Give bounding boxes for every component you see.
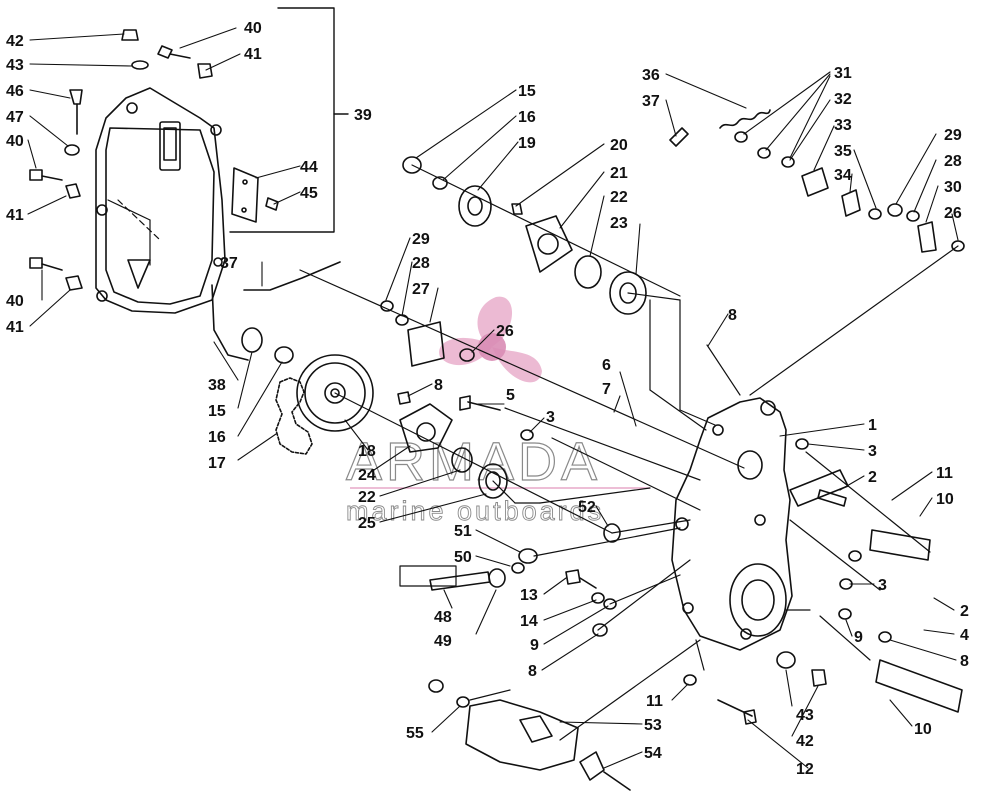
callout-14: 14 bbox=[520, 613, 538, 630]
upper-right-spring-group bbox=[669, 109, 965, 253]
callout-26: 26 bbox=[496, 323, 514, 340]
callout-49: 49 bbox=[434, 633, 452, 650]
callout-20: 20 bbox=[610, 137, 628, 154]
callout-42: 42 bbox=[796, 733, 814, 750]
callout-3: 3 bbox=[878, 577, 887, 594]
callout-3: 3 bbox=[868, 443, 877, 460]
callout-43: 43 bbox=[6, 57, 24, 74]
callout-15: 15 bbox=[518, 83, 536, 100]
callout-41: 41 bbox=[6, 319, 24, 336]
callout-31: 31 bbox=[834, 65, 852, 82]
callout-16: 16 bbox=[518, 109, 536, 126]
callout-29: 29 bbox=[412, 231, 430, 248]
callout-8: 8 bbox=[728, 307, 737, 324]
callout-50: 50 bbox=[454, 549, 472, 566]
callout-37: 37 bbox=[220, 255, 238, 272]
callout-36: 36 bbox=[642, 67, 660, 84]
callout-37: 37 bbox=[642, 93, 660, 110]
callout-10: 10 bbox=[936, 491, 954, 508]
callout-7: 7 bbox=[602, 381, 611, 398]
callout-9: 9 bbox=[854, 629, 863, 646]
callout-28: 28 bbox=[944, 153, 962, 170]
callout-34: 34 bbox=[834, 167, 852, 184]
callout-30: 30 bbox=[944, 179, 962, 196]
callout-16: 16 bbox=[208, 429, 226, 446]
callout-23: 23 bbox=[610, 215, 628, 232]
outer-chain-case-cover bbox=[95, 87, 226, 314]
callout-11: 11 bbox=[936, 465, 953, 482]
callout-21: 21 bbox=[610, 165, 628, 182]
callout-40: 40 bbox=[6, 133, 24, 150]
callout-45: 45 bbox=[300, 185, 318, 202]
callout-33: 33 bbox=[834, 117, 852, 134]
callout-53: 53 bbox=[644, 717, 662, 734]
chain-and-sprocket-assembly bbox=[211, 261, 621, 588]
callout-52: 52 bbox=[578, 499, 596, 516]
callout-22: 22 bbox=[358, 489, 376, 506]
callout-6: 6 bbox=[602, 357, 611, 374]
callout-48: 48 bbox=[434, 609, 452, 626]
callout-5: 5 bbox=[506, 387, 515, 404]
callout-10: 10 bbox=[914, 721, 932, 738]
callout-54: 54 bbox=[644, 745, 662, 762]
callout-numbers: 42 43 46 47 40 41 40 41 40 41 39 44 45 3… bbox=[6, 20, 969, 778]
callout-2: 2 bbox=[960, 603, 969, 620]
callout-22: 22 bbox=[610, 189, 628, 206]
callout-9: 9 bbox=[530, 637, 539, 654]
callout-28: 28 bbox=[412, 255, 430, 272]
callout-18: 18 bbox=[358, 443, 376, 460]
callout-40: 40 bbox=[244, 20, 262, 37]
callout-19: 19 bbox=[518, 135, 536, 152]
callout-38: 38 bbox=[208, 377, 226, 394]
callout-17: 17 bbox=[208, 455, 226, 472]
callout-15: 15 bbox=[208, 403, 226, 420]
callout-35: 35 bbox=[834, 143, 852, 160]
callout-39: 39 bbox=[354, 107, 372, 124]
callout-4: 4 bbox=[960, 627, 969, 644]
artwork bbox=[27, 7, 965, 791]
callout-8: 8 bbox=[960, 653, 969, 670]
watermark-tagline: marine outboards bbox=[346, 496, 604, 526]
callout-51: 51 bbox=[454, 523, 472, 540]
lower-bracket-assembly bbox=[428, 569, 827, 791]
upper-sprocket-and-bearing bbox=[402, 156, 647, 315]
callout-44: 44 bbox=[300, 159, 318, 176]
callout-2: 2 bbox=[868, 469, 877, 486]
callout-8: 8 bbox=[434, 377, 443, 394]
callout-55: 55 bbox=[406, 725, 424, 742]
callout-40: 40 bbox=[6, 293, 24, 310]
callout-11: 11 bbox=[646, 693, 663, 710]
callout-41: 41 bbox=[244, 46, 262, 63]
callout-46: 46 bbox=[6, 83, 24, 100]
cover-hardware bbox=[29, 29, 279, 291]
item-39-bracket bbox=[229, 7, 349, 233]
watermark-brand: ARMADA bbox=[346, 432, 601, 492]
callout-pointer-lines bbox=[27, 27, 959, 769]
callout-26: 26 bbox=[944, 205, 962, 222]
callout-3: 3 bbox=[546, 409, 555, 426]
callout-47: 47 bbox=[6, 109, 24, 126]
callout-25: 25 bbox=[358, 515, 376, 532]
callout-27: 27 bbox=[412, 281, 430, 298]
callout-13: 13 bbox=[520, 587, 538, 604]
callout-24: 24 bbox=[358, 467, 376, 484]
callout-29: 29 bbox=[944, 127, 962, 144]
callout-41: 41 bbox=[6, 207, 24, 224]
callout-8: 8 bbox=[528, 663, 537, 680]
assembly-leader-lines bbox=[107, 164, 959, 741]
callout-43: 43 bbox=[796, 707, 814, 724]
callout-12: 12 bbox=[796, 761, 814, 778]
callout-42: 42 bbox=[6, 33, 24, 50]
propeller-logo-icon bbox=[439, 296, 542, 383]
callout-32: 32 bbox=[834, 91, 852, 108]
callout-1: 1 bbox=[868, 417, 877, 434]
gear-case-housing bbox=[671, 397, 963, 713]
